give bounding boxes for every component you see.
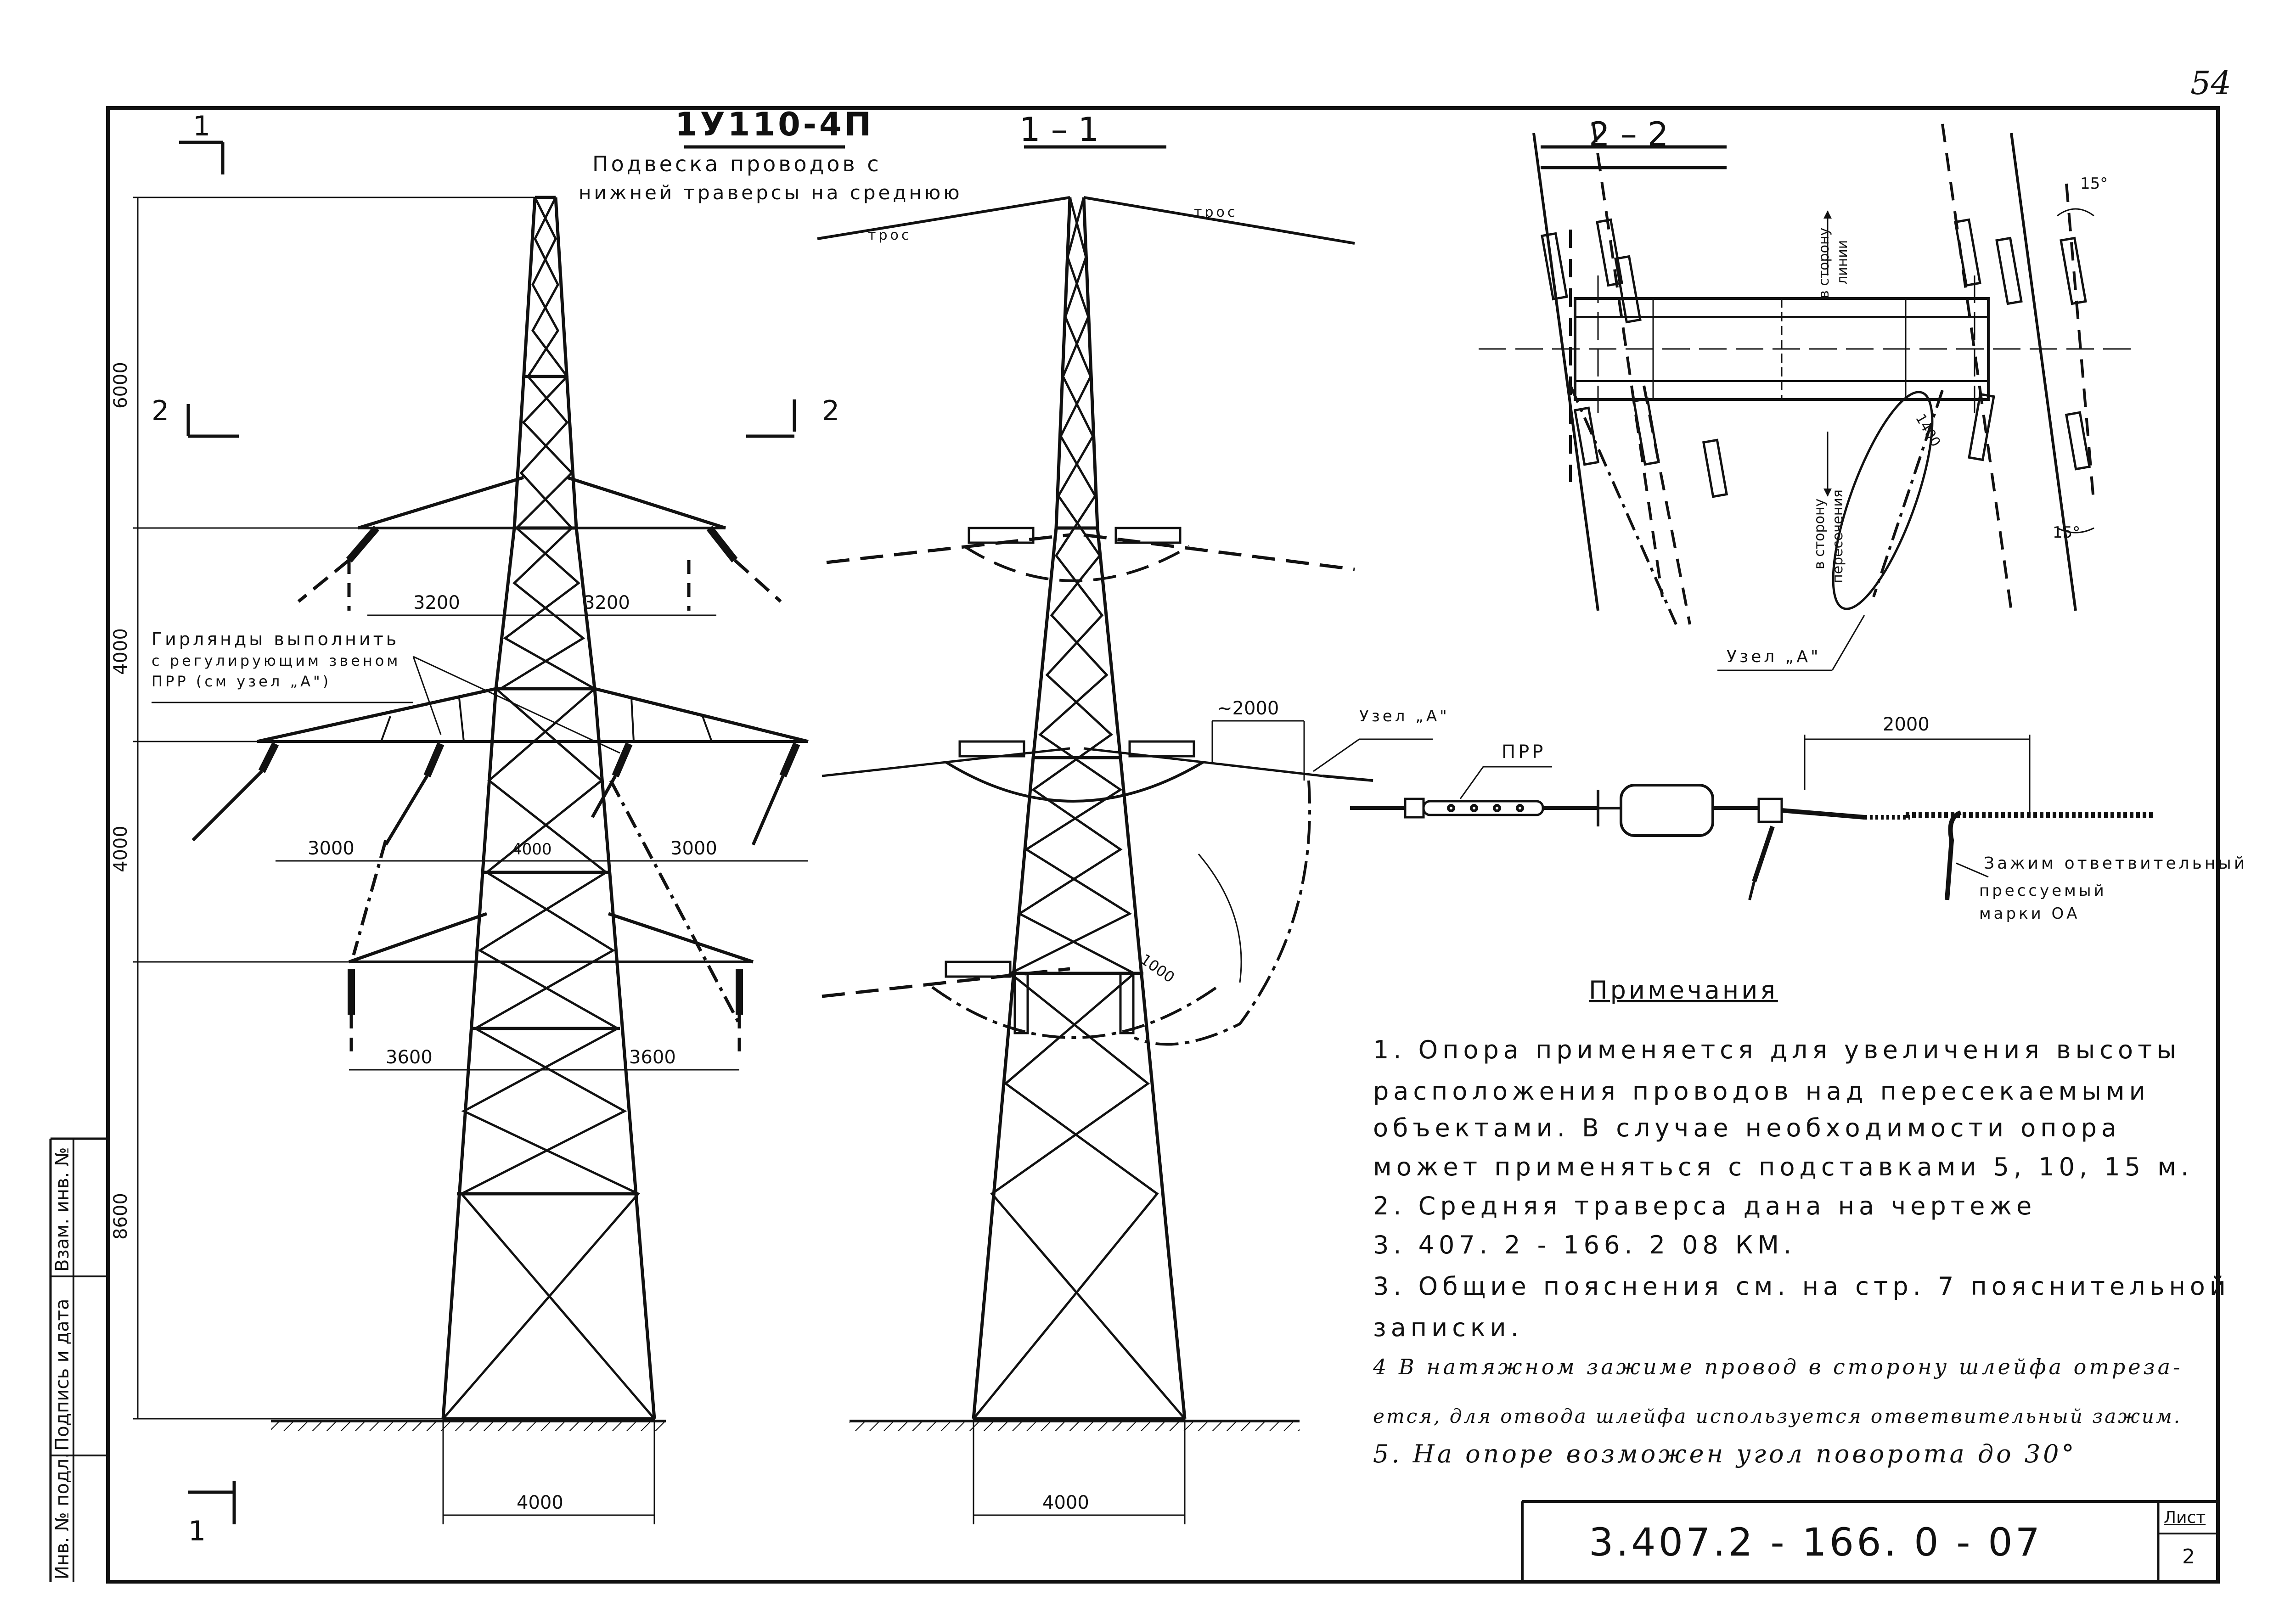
angle-top: 15° xyxy=(2080,174,2108,193)
note-line-3: объектами. В случае необходимости опора xyxy=(1373,1113,2122,1142)
height-6000: 6000 xyxy=(110,362,131,409)
front-view-tower xyxy=(191,196,809,1421)
note-line-10: ется, для отвода шлейфа используется отв… xyxy=(1373,1405,2182,1427)
section-1-bottom: 1 xyxy=(188,1515,206,1547)
note-line-5: 2. Средняя траверса дана на чертеже xyxy=(1373,1191,2037,1220)
height-8600: 8600 xyxy=(110,1193,131,1240)
side-base-width: 4000 xyxy=(1042,1492,1089,1513)
clamp-line-3: марки ОА xyxy=(1979,905,2080,923)
node-a-dim-2000: 2000 xyxy=(1883,714,1930,735)
cable-label-right: трос xyxy=(1194,204,1238,220)
width-3200-left: 3200 xyxy=(413,592,460,613)
width-3000-left: 3000 xyxy=(308,838,355,859)
drawing-title: 1У110-4П xyxy=(675,106,874,143)
toward-line-1: в сторону xyxy=(1816,227,1832,298)
node-a-title: Узел „А" xyxy=(1359,707,1450,725)
callout-line-2: с регулирующим звеном xyxy=(152,652,401,669)
sheet-frame xyxy=(49,106,2220,1584)
view-1-1-label: 1 – 1 xyxy=(1019,110,1099,149)
width-3600-right: 3600 xyxy=(629,1047,676,1068)
note-line-2: расположения проводов над пересекаемыми xyxy=(1373,1077,2150,1106)
note-line-1: 1. Опора применяется для увеличения высо… xyxy=(1373,1035,2181,1064)
toward-line-2: линии xyxy=(1835,240,1851,285)
list-number: 2 xyxy=(2182,1545,2195,1568)
width-3200-right: 3200 xyxy=(583,592,630,613)
width-4000-base: 4000 xyxy=(517,1492,563,1513)
notes-heading: Примечания xyxy=(1589,976,1778,1005)
plan-view xyxy=(1479,124,2135,671)
subtitle-line-1: Подвеска проводов с xyxy=(592,152,882,176)
section-2-left: 2 xyxy=(152,395,169,427)
height-4000-upper: 4000 xyxy=(110,628,131,675)
front-view-dimensions xyxy=(133,197,808,1524)
note-line-8: записки. xyxy=(1373,1313,1523,1342)
section-2-right: 2 xyxy=(822,395,840,427)
callout-line-1: Гирлянды выполнить xyxy=(152,629,400,649)
clamp-line-1: Зажим ответвительный xyxy=(1984,854,2248,873)
section-markers xyxy=(179,140,1727,1524)
note-line-11: 5. На опоре возможен угол поворота до 30… xyxy=(1373,1439,2077,1468)
height-4000-lower: 4000 xyxy=(110,826,131,872)
plan-node-label: Узел „А" xyxy=(1727,647,1821,666)
note-line-6: 3. 407. 2 - 166. 2 08 КМ. xyxy=(1373,1230,1796,1259)
width-3000-right: 3000 xyxy=(670,838,717,859)
side-view-dimensions xyxy=(973,720,1305,1524)
dim-2000-approx: ~2000 xyxy=(1217,698,1279,719)
note-line-7: 3. Общие пояснения см. на стр. 7 пояснит… xyxy=(1373,1272,2230,1301)
title-inv-no: Инв. № подл. xyxy=(52,1453,73,1579)
title-sign-date: Подпись и дата xyxy=(52,1298,73,1451)
list-label: Лист xyxy=(2164,1508,2206,1527)
callout-line-3: ПРР (см узел „А") xyxy=(152,673,332,690)
callout-leaders xyxy=(152,656,1433,772)
angle-bottom: 15° xyxy=(2053,523,2081,542)
subtitle-line-2: нижней траверсы на среднюю xyxy=(579,181,962,204)
side-view-tower xyxy=(817,196,1373,1421)
drawing-code: 3.407.2 - 166. 0 - 07 xyxy=(1589,1520,2043,1565)
note-line-4: может применяться с подставками 5, 10, 1… xyxy=(1373,1152,2194,1181)
width-4000-mid: 4000 xyxy=(512,840,552,859)
title-replace-inv: Взам. инв. № xyxy=(52,1147,73,1272)
clamp-line-2: прессуемый xyxy=(1979,882,2107,900)
prr-label: ПРР xyxy=(1502,742,1546,763)
ground xyxy=(271,1420,1300,1431)
page-number: 54 xyxy=(2190,64,2232,102)
toward-crossing-2: пересечения xyxy=(1830,489,1846,583)
view-2-2-label: 2 – 2 xyxy=(1589,115,1669,153)
section-1-top: 1 xyxy=(193,110,211,142)
note-line-9: 4 В натяжном зажиме провод в сторону шле… xyxy=(1373,1354,2183,1379)
cable-label-left: трос xyxy=(868,227,912,243)
width-3600-left: 3600 xyxy=(386,1047,433,1068)
toward-crossing-1: в сторону xyxy=(1812,498,1828,569)
node-a-detail xyxy=(1350,735,2154,900)
